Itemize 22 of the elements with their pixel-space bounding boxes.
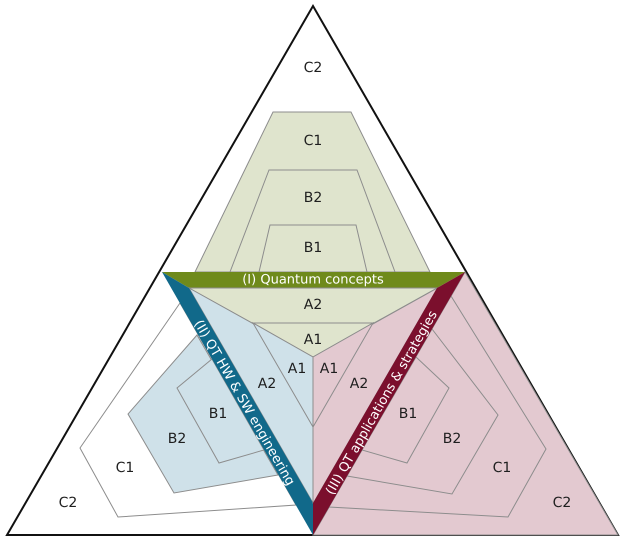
level-label: C2 — [552, 496, 572, 510]
level-label: C2 — [304, 61, 322, 75]
level-label: B1 — [398, 407, 418, 421]
level-region — [259, 225, 367, 272]
level-label: A1 — [304, 333, 322, 347]
level-label: A1 — [288, 362, 306, 376]
level-region — [230, 170, 395, 272]
level-label: C2 — [58, 496, 78, 510]
level-label: A2 — [258, 377, 276, 391]
level-label: B1 — [304, 241, 322, 255]
level-region — [195, 112, 430, 272]
band-title: (I) Quantum concepts — [242, 274, 384, 286]
level-label: C1 — [304, 134, 322, 148]
level-label: C1 — [116, 461, 134, 475]
level-label: B2 — [442, 432, 462, 446]
level-label: B2 — [304, 191, 322, 205]
level-label: A1 — [320, 362, 338, 376]
outer-triangle — [7, 6, 618, 535]
level-label: B1 — [208, 407, 228, 421]
level-label: A2 — [304, 298, 322, 312]
level-label: B2 — [168, 432, 186, 446]
level-label: C1 — [492, 461, 512, 475]
